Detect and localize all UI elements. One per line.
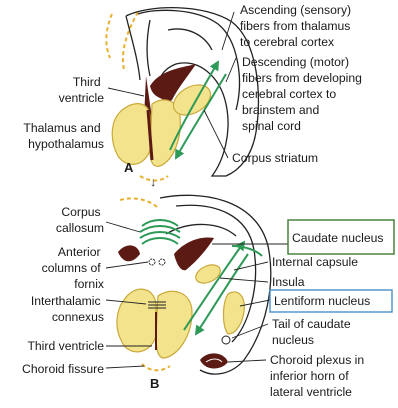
panel-a: Ascending (sensory) fibers from thalamus…: [23, 3, 365, 181]
panel-b: Corpus callosum Anterior columns of forn…: [22, 195, 394, 399]
left-ventricle-b: [118, 245, 140, 261]
label-choroid-plexus: Choroid plexus in inferior horn of later…: [270, 353, 368, 399]
thalamus-a: [112, 104, 150, 165]
label-corpus-callosum: Corpus callosum: [56, 205, 104, 235]
panel-letter-b: B: [150, 376, 159, 391]
label-descending-fibers: Descending (motor) fibers from developin…: [242, 55, 365, 133]
label-insula: Insula: [272, 275, 305, 289]
corpus-callosum: [140, 220, 180, 244]
label-internal-capsule: Internal capsule: [272, 255, 358, 269]
label-interthalamic: Interthalamic connexus: [31, 294, 104, 324]
lentiform-nucleus: [224, 292, 245, 334]
choroid-plexus: [200, 353, 228, 368]
label-tail-caudate: Tail of caudate nucleus: [272, 317, 354, 347]
insula-nucleus: [193, 261, 223, 286]
transition-arrow: ↓: [150, 175, 156, 189]
label-corpus-striatum: Corpus striatum: [232, 151, 318, 165]
label-choroid-fissure: Choroid fissure: [22, 362, 104, 376]
label-caudate: Caudate nucleus: [292, 231, 383, 245]
label-third-ventricle-b: Third ventricle: [27, 339, 104, 353]
label-lentiform: Lentiform nucleus: [274, 294, 370, 308]
thalamus-b-left: [117, 289, 156, 352]
dashed-boundary-a: [106, 14, 112, 58]
label-thalamus: Thalamus and hypothalamus: [23, 121, 104, 151]
label-ascending-fibers: Ascending (sensory) fibers from thalamus…: [240, 3, 354, 49]
fornix-columns: [149, 259, 155, 265]
tail-of-caudate: [222, 336, 230, 344]
label-anterior-columns: Anterior columns of fornix: [42, 245, 104, 291]
label-third-ventricle-a: Third ventricle: [59, 75, 105, 105]
panel-letter-a: A: [124, 160, 134, 175]
